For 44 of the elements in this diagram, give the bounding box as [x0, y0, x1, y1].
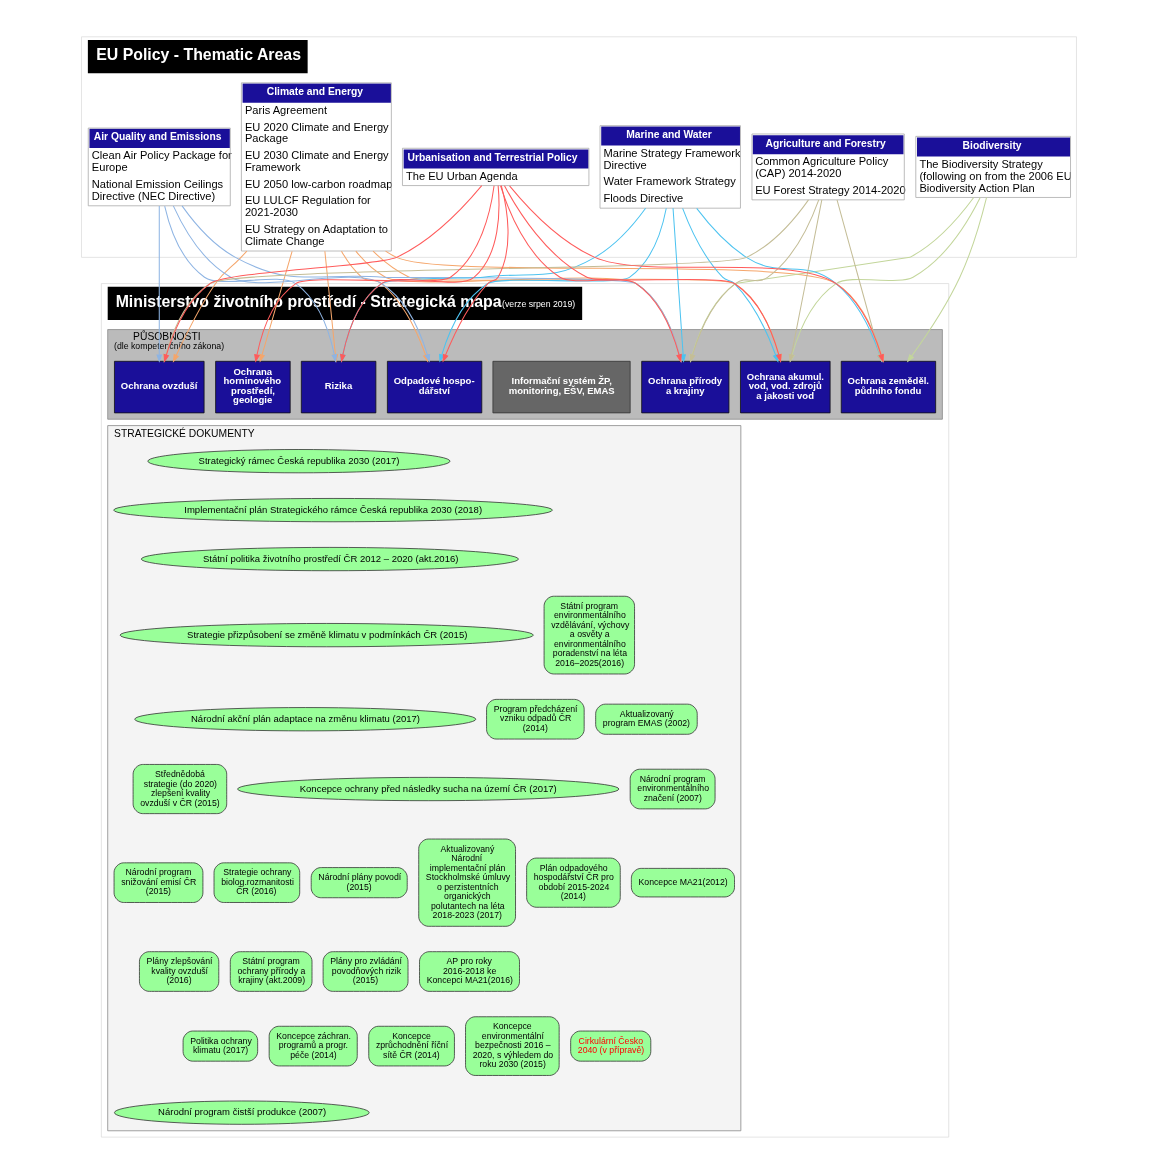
node-box: Ochrana zeměděl. půdního fondu — [840, 360, 936, 414]
node-box: Odpadové hospo-dářství — [386, 360, 482, 414]
arrow — [906, 197, 987, 363]
node-box: Ochrana ovzduší — [113, 360, 204, 414]
node-box: Aktualizovaný Národní implementační plán Stockholmské úmluvy o perzistentních organických polutantech na léta 2018-2023 (2017) — [417, 838, 516, 927]
node-box: Ochrana horninového prostředí, geologie — [214, 360, 291, 414]
arrow — [442, 185, 508, 363]
node-box: Národní program environmentálního značení (2007) — [629, 768, 715, 810]
arrow — [155, 205, 162, 363]
node-ellipse: Strategie přizpůsobení se změně klimatu v podmínkách ČR (2015) — [119, 623, 534, 648]
node-box: Státní program ochrany přírody a krajiny (akt.2009) — [229, 951, 312, 992]
node-box: Koncepce záchran. programů a progr. péče (2014) — [268, 1025, 358, 1067]
node-ellipse: Strategický rámec Česká republika 2030 (2017) — [146, 449, 450, 474]
arrow — [172, 250, 247, 363]
node-box: Národní plány povodí (2015) — [310, 867, 408, 899]
arrow — [438, 207, 667, 363]
node-ellipse: Národní program čistší produkce (2007) — [113, 1100, 370, 1125]
node-box: Plán odpadového hospodářství ČR pro období 2015-2024 (2014) — [525, 857, 621, 908]
node-box: Plány zlepšování kvality ovzduší (2016) — [138, 951, 219, 992]
node-box: Státní program environmentálního vzdělávání, výchovy a osvěty a environmentálního poradenství na léta 2016–2025(2016) — [543, 595, 635, 675]
node-box: Koncepce zprůchodnění říční sítě ČR (2014) — [367, 1025, 455, 1067]
node-ellipse: Národní akční plán adaptace na změnu klimatu (2017) — [133, 707, 476, 732]
node-box: Střednědobá strategie (do 2020) zlepšení kvality ovzduší v ČR (2015) — [132, 764, 227, 815]
node-box: Plány pro zvládání povodňových rizik (2015) — [322, 951, 408, 992]
node-ellipse: Implementační plán Strategického rámce Česká republika 2030 (2018) — [112, 498, 553, 523]
node-box: Ochrana akumul. vod, vod. zdrojů a jakosti vod — [739, 360, 830, 414]
arrow — [672, 207, 686, 363]
node-box: Ochrana přírody a krajiny — [640, 360, 729, 414]
node-box: Informační systém ŽP, monitoring, EŠV, EMAS — [492, 360, 631, 414]
node-ellipse: Koncepce ochrany před následky sucha na území ČR (2017) — [236, 777, 619, 802]
node-box: Národní program snižování emisí ČR (2015) — [113, 862, 203, 903]
node-box: Koncepce MA21(2012) — [630, 868, 735, 898]
arrow — [788, 199, 822, 363]
node-box: Rizika — [300, 360, 376, 414]
node-box: AP pro roky 2016-2018 ke Koncepci MA21(2016) — [418, 951, 520, 992]
node-ellipse: Státní politika životního prostředí ČR 2012 – 2020 (akt.2016) — [140, 547, 519, 572]
arrow — [258, 250, 293, 363]
node-box: Politika ochrany klimatu (2017) — [182, 1030, 258, 1062]
arrow — [499, 185, 682, 363]
node-box: Koncepce environmentální bezpečnosti 2016 – 2020, s výhledem do roku 2030 (2015) — [464, 1016, 560, 1076]
node-box: Strategie ochrany biolog.rozmanitosti ČR (2016) — [213, 862, 300, 903]
node-box: Program předcházení vzniku odpadů ČR (2014) — [485, 699, 585, 740]
node-box: Aktualizovaný program EMAS (2002) — [594, 703, 698, 735]
node-box: Cirkulární Česko 2040 (v přípravě) — [569, 1030, 651, 1062]
